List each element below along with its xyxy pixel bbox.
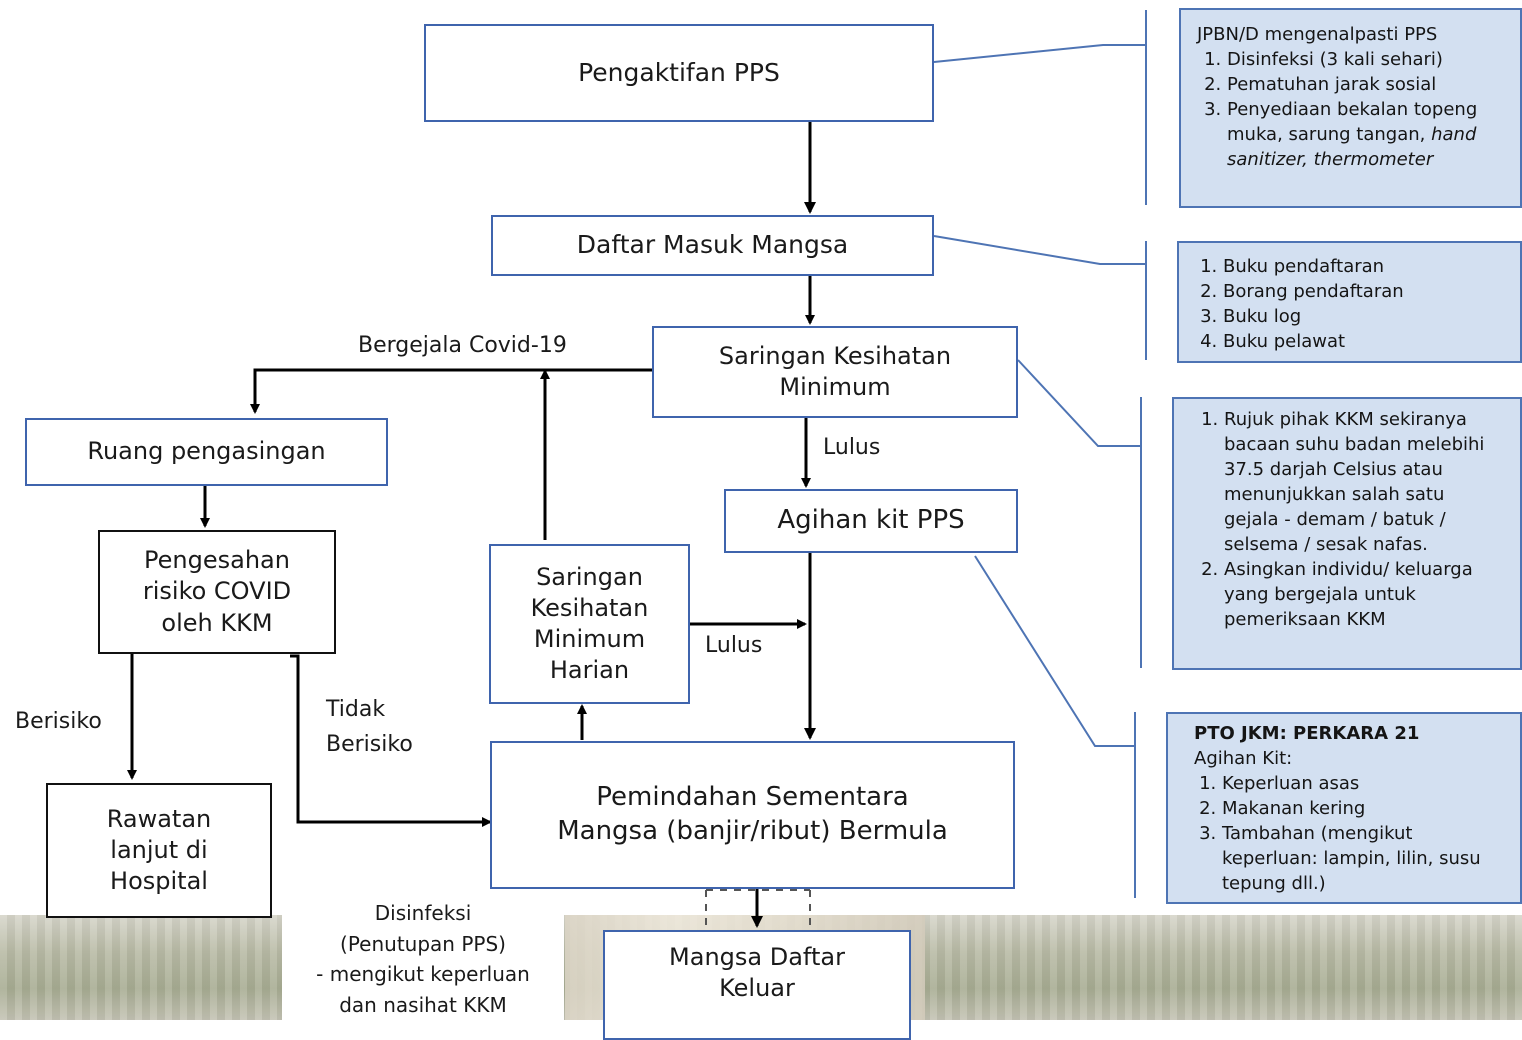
label-lulus-saringan: Lulus — [823, 435, 881, 460]
label-tidak-berisiko: Tidak Berisiko — [326, 697, 413, 757]
box-pengaktifan-pps: Pengaktifan PPS — [424, 24, 934, 122]
box-pemindahan-sementara: Pemindahan Sementara Mangsa (banjir/ribu… — [490, 741, 1015, 889]
list-item: Penyediaan bekalan topeng muka, sarung t… — [1227, 97, 1508, 172]
list-item: Tambahan (mengikut keperluan: lampin, li… — [1222, 821, 1508, 896]
box-agihan-kit-pps: Agihan kit PPS — [724, 489, 1018, 553]
note-pendaftaran-list: Buku pendaftaran Borang pendaftaran Buku… — [1195, 254, 1508, 354]
label-berisiko: Berisiko — [15, 709, 102, 734]
list-item: Keperluan asas — [1222, 771, 1508, 796]
box-daftar-masuk-mangsa: Daftar Masuk Mangsa — [491, 215, 934, 276]
note-jpbn-header: JPBN/D mengenalpasti PPS — [1197, 24, 1438, 45]
list-item: Disinfeksi (3 kali sehari) — [1227, 47, 1508, 72]
label-lulus-harian: Lulus — [705, 633, 763, 658]
note-pendaftaran: Buku pendaftaran Borang pendaftaran Buku… — [1177, 241, 1522, 363]
box-saringan-harian: Saringan Kesihatan Minimum Harian — [489, 544, 690, 704]
list-item: Buku pelawat — [1223, 329, 1508, 354]
list-item: Buku log — [1223, 304, 1508, 329]
list-item: Pematuhan jarak sosial — [1227, 72, 1508, 97]
list-item: Buku pendaftaran — [1223, 254, 1508, 279]
box-mangsa-daftar-keluar: Mangsa Daftar Keluar — [603, 930, 911, 1040]
box-ruang-pengasingan: Ruang pengasingan — [25, 418, 388, 486]
note-pto-header: PTO JKM: PERKARA 21 — [1194, 723, 1420, 744]
box-rawatan-hospital: Rawatan lanjut di Hospital — [46, 783, 272, 918]
list-item: Borang pendaftaran — [1223, 279, 1508, 304]
list-item: Makanan kering — [1222, 796, 1508, 821]
note-rujuk-kkm: Rujuk pihak KKM sekiranya bacaan suhu ba… — [1172, 397, 1522, 670]
label-disinfeksi-penutupan: Disinfeksi (Penutupan PPS) - mengikut ke… — [282, 898, 564, 1020]
list-item: Asingkan individu/ keluarga yang bergeja… — [1224, 557, 1504, 632]
note-pto-jkm: PTO JKM: PERKARA 21 Agihan Kit: Keperlua… — [1166, 712, 1522, 904]
note-pto-list: Keperluan asas Makanan kering Tambahan (… — [1194, 771, 1508, 896]
box-saringan-kesihatan-minimum: Saringan Kesihatan Minimum — [652, 326, 1018, 418]
label-bergejala-covid: Bergejala Covid-19 — [358, 333, 567, 358]
note-jpbn-pps: JPBN/D mengenalpasti PPS Disinfeksi (3 k… — [1179, 8, 1522, 208]
note-pto-subheader: Agihan Kit: — [1194, 748, 1293, 769]
list-item: Rujuk pihak KKM sekiranya bacaan suhu ba… — [1224, 407, 1504, 557]
note-rujuk-list: Rujuk pihak KKM sekiranya bacaan suhu ba… — [1190, 407, 1508, 632]
box-pengesahan-risiko-covid: Pengesahan risiko COVID oleh KKM — [98, 530, 336, 654]
note-jpbn-list: Disinfeksi (3 kali sehari) Pematuhan jar… — [1197, 47, 1508, 172]
